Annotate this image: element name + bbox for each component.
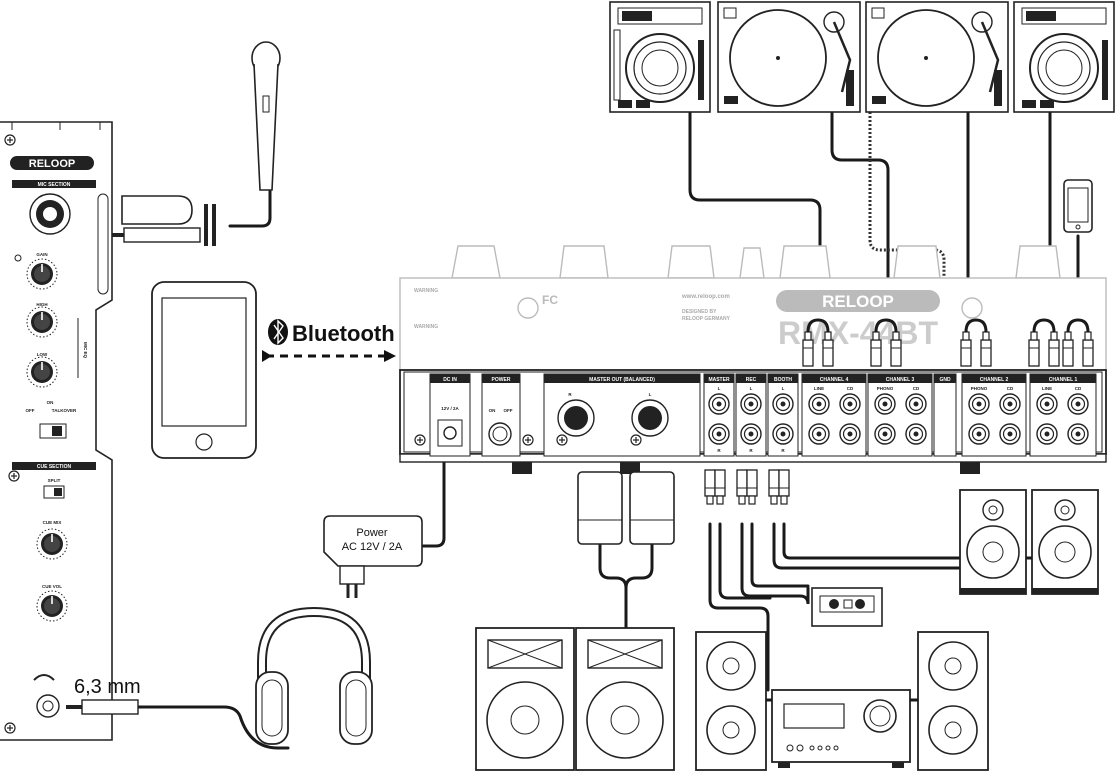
svg-text:CUE MIX: CUE MIX: [43, 520, 62, 525]
amplifier: [771, 689, 911, 768]
svg-text:MASTER OUT (BALANCED): MASTER OUT (BALANCED): [589, 377, 655, 383]
bluetooth-arrow: [262, 350, 396, 362]
svg-text:L: L: [718, 386, 721, 391]
svg-text:12V / 2A: 12V / 2A: [441, 406, 459, 411]
svg-text:DC IN: DC IN: [443, 377, 457, 383]
microphone-icon: [251, 41, 281, 191]
mic-xlr-plug: [121, 195, 216, 246]
svg-text:RELOOP: RELOOP: [29, 158, 75, 170]
svg-text:RELOOP: RELOOP: [822, 292, 894, 311]
headphone-jack-plug: [66, 699, 139, 715]
turntable-1: [717, 1, 861, 113]
svg-text:HIGH: HIGH: [36, 302, 47, 307]
svg-text:PHONO: PHONO: [877, 386, 894, 391]
svg-text:CD: CD: [847, 386, 854, 391]
svg-text:CD: CD: [1007, 386, 1014, 391]
svg-text:Power: Power: [356, 527, 388, 539]
svg-text:ON: ON: [47, 400, 54, 405]
bluetooth-icon: [268, 319, 288, 345]
svg-text:GAIN: GAIN: [36, 252, 47, 257]
svg-text:WARNING: WARNING: [414, 288, 438, 294]
svg-text:POWER: POWER: [492, 377, 511, 383]
headphone-plug-label: 6,3 mm: [74, 676, 141, 698]
smartphone-icon: [1063, 179, 1093, 233]
svg-text:MASTER: MASTER: [708, 377, 730, 383]
svg-text:R: R: [717, 448, 721, 453]
svg-text:TALKOVER: TALKOVER: [52, 408, 77, 413]
headphones-icon: [255, 606, 373, 745]
svg-text:CD: CD: [913, 386, 920, 391]
input-y-splits: [806, 318, 1090, 333]
svg-text:GND: GND: [939, 377, 951, 383]
svg-text:L: L: [750, 386, 753, 391]
svg-text:CUE VOL: CUE VOL: [42, 584, 62, 589]
svg-text:CHANNEL 4: CHANNEL 4: [820, 377, 849, 383]
hifi-speaker-left: [695, 631, 767, 771]
cassette-deck: [811, 587, 883, 627]
xlr-output-plugs: [577, 471, 675, 545]
svg-text:R: R: [749, 448, 753, 453]
svg-text:REC: REC: [746, 377, 757, 383]
svg-text:LINE: LINE: [1042, 386, 1052, 391]
booth-monitor-left: [959, 489, 1027, 595]
svg-text:CHANNEL 1: CHANNEL 1: [1049, 377, 1078, 383]
svg-text:RELOOP GERMANY: RELOOP GERMANY: [682, 316, 731, 322]
mixer-front-panel: RELOOP MIC SECTION GAIN HIGH LOW MIC EQ …: [0, 121, 113, 741]
bluetooth-label: Bluetooth: [292, 321, 395, 346]
svg-text:L: L: [782, 386, 785, 391]
svg-text:DESIGNED BY: DESIGNED BY: [682, 309, 717, 315]
svg-text:CUE SECTION: CUE SECTION: [37, 464, 72, 470]
svg-text:BOOTH: BOOTH: [774, 377, 792, 383]
svg-text:L: L: [649, 392, 652, 397]
output-rca-plugs: [704, 469, 790, 505]
svg-text:SPLIT: SPLIT: [48, 478, 61, 483]
ground-cable: [868, 112, 946, 330]
svg-text:R: R: [781, 448, 785, 453]
cd-player-1: [609, 1, 711, 113]
svg-text:AC 12V / 2A: AC 12V / 2A: [342, 541, 403, 553]
pa-speaker-left: [475, 627, 575, 771]
mixer-rear-panel: WARNING WARNING FC www.reloop.com DESIGN…: [399, 245, 1107, 474]
svg-text:ON: ON: [489, 408, 496, 413]
mic-jack-plug: [110, 227, 201, 243]
svg-text:PHONO: PHONO: [971, 386, 988, 391]
power-adapter: Power AC 12V / 2A: [323, 515, 423, 598]
svg-text:CD: CD: [1075, 386, 1082, 391]
cables: [136, 110, 1080, 750]
turntable-2: [865, 1, 1009, 113]
hifi-speaker-right: [917, 631, 989, 771]
tablet-device: [151, 281, 257, 459]
svg-text:MIC EQ: MIC EQ: [83, 342, 88, 359]
cd-player-2: [1013, 1, 1115, 113]
svg-text:LINE: LINE: [814, 386, 824, 391]
svg-text:CHANNEL 2: CHANNEL 2: [980, 377, 1009, 383]
svg-text:RMX-44BT: RMX-44BT: [778, 315, 938, 351]
svg-text:OFF: OFF: [26, 408, 35, 413]
pa-speaker-right: [575, 627, 675, 771]
svg-text:OFF: OFF: [504, 408, 513, 413]
svg-text:CHANNEL 3: CHANNEL 3: [886, 377, 915, 383]
svg-text:MIC SECTION: MIC SECTION: [38, 182, 71, 188]
svg-text:LOW: LOW: [37, 352, 48, 357]
svg-text:R: R: [568, 392, 572, 397]
svg-text:WARNING: WARNING: [414, 324, 438, 330]
svg-text:FC: FC: [542, 293, 558, 307]
booth-monitor-right: [1031, 489, 1099, 595]
svg-text:www.reloop.com: www.reloop.com: [681, 294, 730, 300]
